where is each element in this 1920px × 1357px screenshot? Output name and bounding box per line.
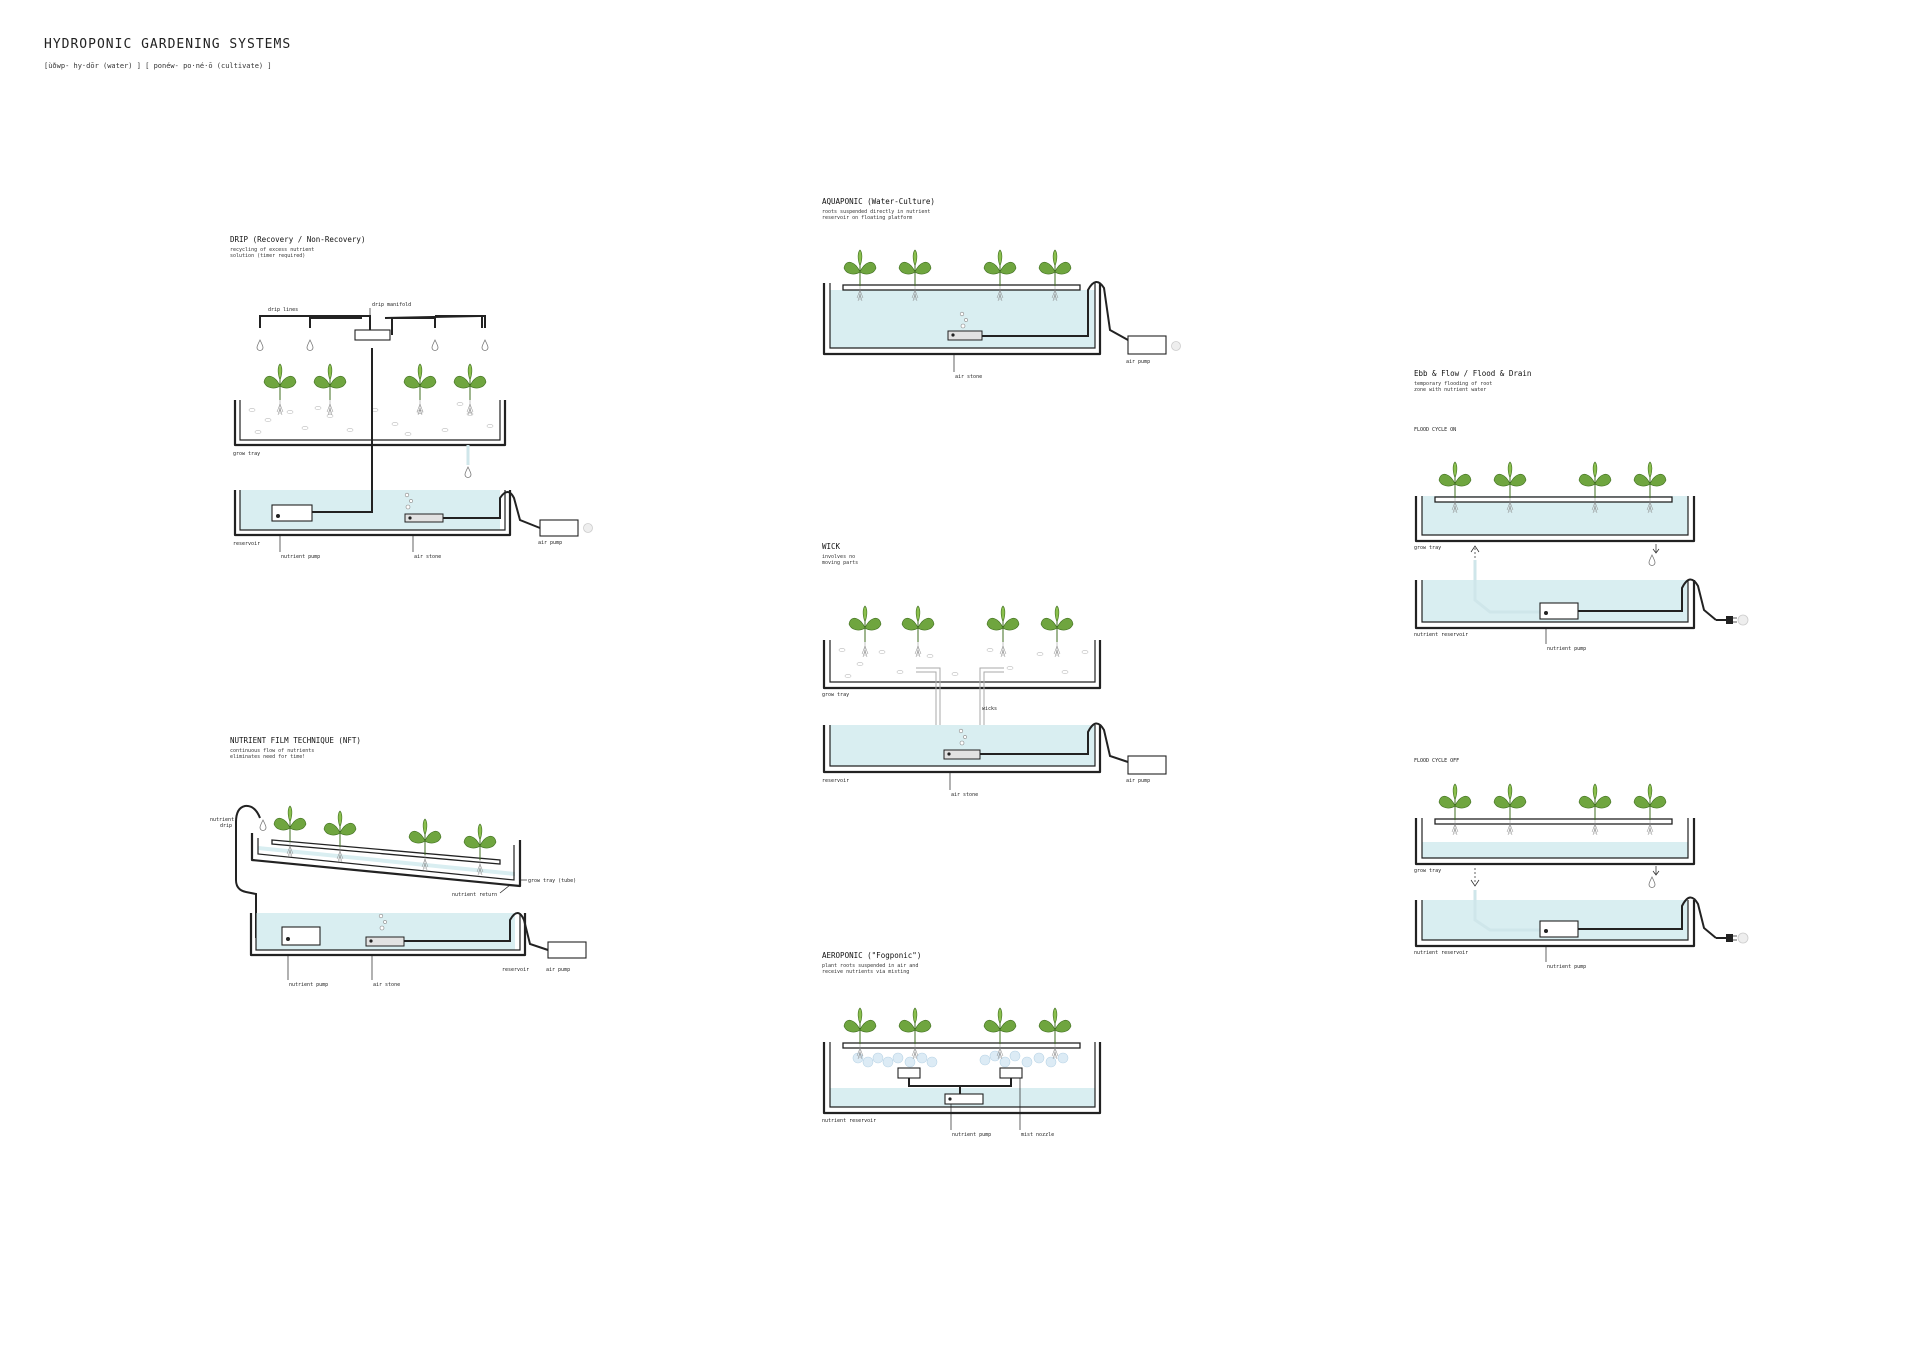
nft-system-diagram: NUTRIENT FILM TECHNIQUE (NFT) continuous… (210, 736, 587, 988)
nft-desc-2: eliminates need for time! (230, 754, 305, 760)
aquaponic-title: AQUAPONIC (Water-Culture) (822, 197, 935, 206)
nft-label-air-pump: air pump (546, 967, 570, 973)
drip-system-diagram: DRIP (Recovery / Non-Recovery) recycling… (230, 235, 593, 560)
aeroponic-desc-1: plant roots suspended in air and (822, 963, 918, 969)
nft-desc-1: continuous flow of nutrients (230, 748, 314, 754)
aquaponic-desc-2: reservoir on floating platform (822, 215, 912, 221)
aeroponic-mist (852, 1050, 1069, 1068)
aeroponic-system-diagram: AEROPONIC ("Fogponic") plant roots suspe… (822, 951, 1102, 1138)
drip-desc-2: solution (timer required) (230, 253, 305, 259)
ebb-on-label-nutrient-reservoir: nutrient reservoir (1414, 632, 1468, 638)
wick-label-reservoir: reservoir (822, 778, 849, 784)
ebb-off-label-nutrient-reservoir: nutrient reservoir (1414, 950, 1468, 956)
ebb-desc-1: temporary flooding of root (1414, 381, 1492, 387)
ebb-on-label-nutrient-pump: nutrient pump (1547, 646, 1586, 652)
nft-label-nutrient-return: nutrient return (452, 892, 497, 898)
page-subtitle: [ùðwp- hy·dōr (water) ] [ ponéw- po·né·ō… (44, 62, 272, 70)
aeroponic-label-nutrient-reservoir: nutrient reservoir (822, 1118, 876, 1124)
drip-label-air-pump: air pump (538, 540, 562, 546)
ebb-off-label-grow-tray: grow tray (1414, 868, 1441, 874)
aquaponic-label-air-stone: air stone (955, 374, 982, 380)
wick-gravel (838, 648, 1089, 678)
ebb-title: Ebb & Flow / Flood & Drain (1414, 369, 1531, 378)
wick-label-grow-tray: grow tray (822, 692, 849, 698)
nft-label-grow-tray: grow tray (tube) (528, 878, 576, 884)
nft-label-drip: drip (220, 823, 232, 829)
ebb-flow-system-diagram: Ebb & Flow / Flood & Drain temporary flo… (1414, 369, 1749, 970)
aeroponic-title: AEROPONIC ("Fogponic") (822, 951, 921, 960)
nft-label-reservoir: reservoir (502, 967, 529, 973)
aquaponic-label-air-pump: air pump (1126, 359, 1150, 365)
drip-label-reservoir: reservoir (233, 541, 260, 547)
ebb-on-label: FLOOD CYCLE ON (1414, 427, 1456, 433)
wick-desc-1: involves no (822, 554, 855, 560)
ebb-off-label-nutrient-pump: nutrient pump (1547, 964, 1586, 970)
wick-label-air-stone: air stone (951, 792, 978, 798)
drip-label-air-stone: air stone (414, 554, 441, 560)
ebb-desc-2: zone with nutrient water (1414, 387, 1486, 393)
nft-label-nutrient: nutrient (210, 817, 234, 823)
nft-title: NUTRIENT FILM TECHNIQUE (NFT) (230, 736, 361, 745)
drip-label-nutrient-pump: nutrient pump (281, 554, 320, 560)
drip-label-drip-lines: drip lines (268, 307, 298, 313)
ebb-off-label: FLOOD CYCLE OFF (1414, 758, 1459, 764)
drip-title: DRIP (Recovery / Non-Recovery) (230, 235, 365, 244)
ebb-on-label-grow-tray: grow tray (1414, 545, 1441, 551)
aeroponic-label-nutrient-pump: nutrient pump (952, 1132, 991, 1138)
aeroponic-desc-2: receive nutrients via misting (822, 969, 909, 975)
wick-label-wicks: wicks (982, 706, 997, 712)
wick-desc-2: moving parts (822, 560, 858, 566)
aquaponic-desc-1: roots suspended directly in nutrient (822, 209, 930, 215)
drip-label-drip-manifold: drip manifold (372, 302, 411, 308)
nft-label-nutrient-pump: nutrient pump (289, 982, 328, 988)
drip-label-grow-tray: grow tray (233, 451, 260, 457)
aeroponic-label-mist-nozzle: mist nozzle (1021, 1132, 1054, 1138)
drip-desc-1: recycling of excess nutrient (230, 247, 314, 253)
page-title: HYDROPONIC GARDENING SYSTEMS (44, 37, 291, 52)
nft-label-air-stone: air stone (373, 982, 400, 988)
wick-system-diagram: WICK involves no moving parts grow tray … (822, 542, 1167, 798)
wick-title: WICK (822, 542, 841, 551)
wick-label-air-pump: air pump (1126, 778, 1150, 784)
aquaponic-system-diagram: AQUAPONIC (Water-Culture) roots suspende… (822, 197, 1181, 380)
